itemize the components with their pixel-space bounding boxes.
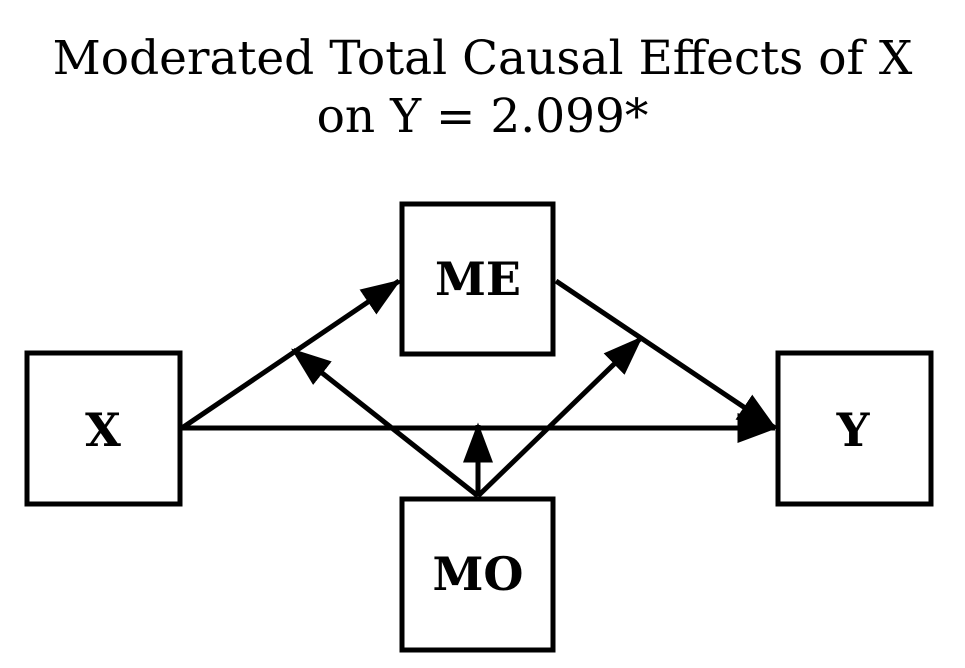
- node-mo-label: MO: [433, 547, 524, 601]
- diagram-title-line-2: on Y = 2.099*: [316, 89, 649, 144]
- node-me-box: [399, 201, 556, 357]
- edge-mo-to-x-me-path: [291, 348, 480, 498]
- edge-mo-to-me-y-path: [476, 336, 643, 498]
- diagram-title-line-1: Moderated Total Causal Effects of X: [52, 31, 913, 86]
- diagram-title: Moderated Total Causal Effects of X on Y…: [0, 30, 965, 146]
- node-x: X: [24, 350, 183, 507]
- node-mo-box: [399, 496, 556, 653]
- edge-me-to-y: [554, 278, 778, 431]
- node-y: Y: [775, 350, 934, 507]
- node-me: ME: [399, 201, 556, 357]
- node-me-label: ME: [435, 252, 521, 306]
- edge-x-to-me: [180, 278, 402, 431]
- node-y-box: [775, 350, 934, 507]
- node-mo: MO: [399, 496, 556, 653]
- node-y-label: Y: [836, 403, 871, 457]
- node-x-label: X: [85, 403, 121, 457]
- node-x-box: [24, 350, 183, 507]
